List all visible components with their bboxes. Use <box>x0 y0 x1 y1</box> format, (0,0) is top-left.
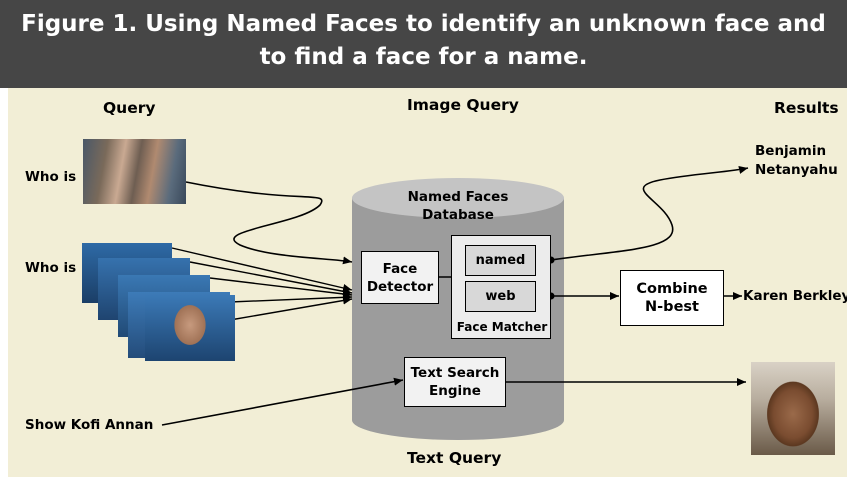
result-photo <box>751 362 835 455</box>
database-label-line-1: Named Faces <box>407 189 509 205</box>
header-text-query: Text Query <box>407 449 502 467</box>
query-photo <box>83 139 186 204</box>
video-frame-front <box>145 295 235 361</box>
combine-n-best-box: Combine N-best <box>620 270 724 326</box>
arrow-frame-2 <box>189 261 353 296</box>
text-search-engine-box: Text Search Engine <box>404 357 506 407</box>
arrow-frame-5 <box>229 296 353 321</box>
database-label: Named Faces Database <box>404 188 512 224</box>
arrow-frame-3 <box>209 277 353 298</box>
result-name-line-2: Netanyahu <box>755 162 838 178</box>
face-matcher-box: named web Face Matcher <box>451 235 551 339</box>
arrow-frame-1 <box>171 247 353 292</box>
title-line-2: to find a face for a name. <box>259 44 588 70</box>
query-label-who-is-2: Who is <box>25 260 77 276</box>
face-detector-line-2: Detector <box>366 278 434 295</box>
title-line-1: Figure 1. Using Named Faces to identify … <box>21 11 826 37</box>
text-search-line-2: Engine <box>429 383 481 399</box>
arrow-text-to-search <box>161 377 404 426</box>
named-box: named <box>465 245 536 276</box>
header-results: Results <box>774 99 839 117</box>
combine-line-1: Combine <box>636 281 708 297</box>
arrow-named-to-result <box>550 166 749 261</box>
header-image-query: Image Query <box>407 96 519 114</box>
query-label-who-is-1: Who is <box>25 169 77 185</box>
arrow-photo-to-detector <box>185 181 353 265</box>
result-benjamin-netanyahu: Benjamin Netanyahu <box>755 142 838 180</box>
result-karen-berkley: Karen Berkley <box>743 288 847 304</box>
result-name-line-1: Benjamin <box>755 143 827 159</box>
database-label-line-2: Database <box>422 207 494 223</box>
web-box: web <box>465 281 536 312</box>
face-detector-line-1: Face <box>382 260 418 277</box>
header-query: Query <box>103 99 156 117</box>
face-matcher-label: Face Matcher <box>456 320 548 334</box>
combine-line-2: N-best <box>645 299 699 315</box>
face-detector-box: Face Detector <box>361 251 439 304</box>
figure-title: Figure 1. Using Named Faces to identify … <box>0 8 847 74</box>
arrow-frame-4 <box>229 293 353 303</box>
title-bar: Figure 1. Using Named Faces to identify … <box>0 0 847 88</box>
query-label-show: Show Kofi Annan <box>25 417 154 433</box>
text-search-line-1: Text Search <box>410 365 500 381</box>
